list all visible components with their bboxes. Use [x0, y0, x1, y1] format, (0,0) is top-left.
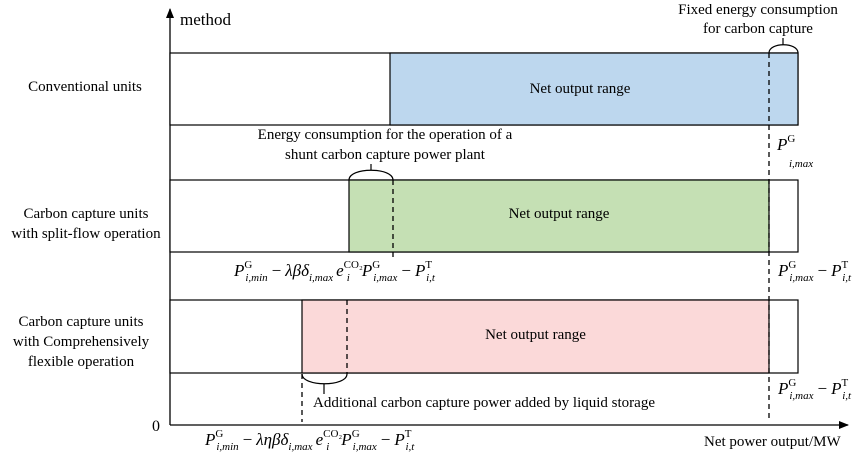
subscript: i,min	[216, 441, 239, 453]
symbol: P	[778, 261, 789, 280]
subscript: i,max	[789, 272, 814, 284]
superscript: G	[787, 133, 796, 145]
row2-label: Carbon capture units with split-flow ope…	[6, 206, 166, 243]
superscript: T	[841, 377, 849, 389]
row1-label-line1: Conventional units	[28, 79, 142, 95]
superscript: G	[372, 259, 381, 271]
symbol: P	[234, 261, 245, 280]
subscript: i,max	[789, 158, 814, 170]
symbol: P	[831, 261, 842, 280]
fixed-energy-brace	[768, 44, 799, 54]
coefficient: ληβδ	[256, 430, 289, 449]
row1-label: Conventional units	[10, 79, 160, 96]
row2-bar-text: Net output range	[508, 206, 610, 222]
minus-sign: −	[401, 261, 411, 280]
subscript: i	[346, 272, 350, 284]
subscript: i,min	[245, 272, 268, 284]
symbol: e	[315, 430, 324, 449]
superscript: G	[351, 428, 360, 440]
liquid-storage-annotation: Additional carbon capture power added by…	[313, 395, 655, 411]
row3-net-output-bar	[301, 299, 770, 374]
row1-net-output-bar	[389, 52, 799, 126]
subscript: i,t	[405, 441, 415, 453]
symbol: e	[336, 261, 344, 280]
subscript: i,max	[352, 441, 377, 453]
minus-sign: −	[817, 379, 828, 398]
minus-sign: −	[380, 430, 391, 449]
subscript: i,max	[789, 390, 814, 402]
row2-max-formula: PGi,max−PTi,t	[778, 259, 852, 284]
row3-label-line3: flexible operation	[27, 354, 135, 370]
row3-bar-text: Net output range	[485, 327, 586, 343]
minus-sign: −	[271, 261, 282, 280]
subscript: i,max	[308, 272, 334, 284]
storage-brace	[301, 373, 348, 385]
symbol: P	[778, 379, 789, 398]
fixed-energy-line2: for carbon capture	[703, 21, 813, 37]
row1-bar-text: Net output range	[529, 81, 631, 97]
symbol: P	[414, 261, 426, 280]
fixed-energy-line1: Fixed energy consumption	[678, 2, 838, 18]
symbol: P	[361, 261, 373, 280]
superscript: T	[425, 259, 433, 271]
row2-net-output-bar	[348, 179, 770, 253]
superscript: T	[404, 428, 412, 440]
origin-label: 0	[152, 418, 160, 435]
x-axis-label: Net power output/MW	[704, 434, 841, 450]
subscript: i,max	[288, 441, 313, 453]
subscript: i,max	[373, 272, 398, 284]
row3-max-formula: PGi,max−PTi,t	[778, 377, 852, 402]
row1-max-formula: PG i,max	[777, 133, 813, 170]
split-energy-annotation: Energy consumption for the operation of …	[230, 127, 540, 164]
fixed-energy-annotation: Fixed energy consumption for carbon capt…	[668, 2, 848, 38]
minus-sign: −	[817, 261, 828, 280]
symbol: P	[394, 430, 405, 449]
split-energy-line2: shunt carbon capture power plant	[285, 147, 485, 163]
superscript: G	[244, 259, 253, 271]
row3-label: Carbon capture units with Comprehensivel…	[6, 314, 156, 371]
subscript: i,t	[842, 272, 852, 284]
split-energy-line1: Energy consumption for the operation of …	[257, 127, 513, 143]
superscript: G	[788, 259, 797, 271]
superscript: G	[788, 377, 797, 389]
symbol: P	[831, 379, 842, 398]
superscript: CO₂	[343, 259, 363, 271]
coefficient: λβδ	[285, 261, 309, 280]
row2-label-line2: with split-flow operation	[11, 226, 161, 242]
superscript: G	[215, 428, 224, 440]
symbol: P	[205, 430, 216, 449]
minus-sign: −	[242, 430, 253, 449]
subscript: i	[326, 441, 330, 453]
superscript: CO₂	[323, 428, 343, 440]
split-energy-brace	[348, 169, 394, 181]
symbol: P	[341, 430, 352, 449]
row3-label-line1: Carbon capture units	[18, 314, 144, 330]
symbol: P	[777, 135, 788, 154]
row3-label-line2: with Comprehensively	[12, 334, 150, 350]
row2-label-line1: Carbon capture units	[23, 206, 149, 222]
subscript: i,t	[426, 272, 435, 284]
subscript: i,t	[842, 390, 852, 402]
y-axis-label: method	[180, 10, 231, 29]
superscript: T	[841, 259, 849, 271]
